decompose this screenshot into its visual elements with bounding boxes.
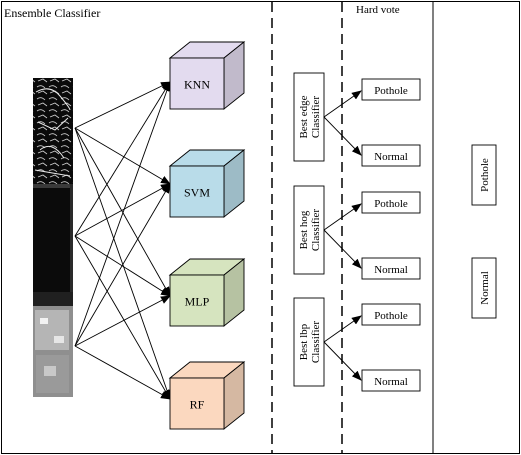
pothole-output-box — [361, 78, 421, 101]
classifier-rf-cube: RF — [168, 361, 246, 430]
feature-to-classifier-arrows — [74, 81, 171, 400]
vote-arrow-bottom — [323, 341, 362, 381]
final-result-pothole: Pothole — [471, 144, 497, 206]
best-classifier-line1: Best hog — [298, 210, 310, 249]
fan-arrow-0-1 — [74, 127, 171, 185]
best-classifier-label: Best lbpClassifier — [298, 321, 322, 363]
fan-arrow-1-1 — [74, 183, 171, 237]
final-result-label: Normal — [479, 271, 491, 305]
pothole-output-label: Pothole — [374, 85, 408, 97]
classifier-label: KNN — [184, 78, 210, 92]
pothole-output-box — [361, 303, 421, 326]
vote-arrow-bottom — [323, 229, 362, 269]
best-classifier-line1: Best lbp — [298, 323, 310, 360]
best-classifier-label: Best hogClassifier — [298, 209, 322, 251]
final-result-label: Pothole — [479, 158, 491, 192]
normal-output-box — [361, 144, 421, 167]
fan-arrow-0-0 — [74, 81, 171, 129]
hard-vote-title: Hard vote — [356, 4, 400, 16]
edge-feature-image — [33, 78, 73, 186]
fan-arrow-0-3 — [74, 127, 171, 400]
normal-output-label: Normal — [374, 151, 408, 163]
pothole-output-label: Pothole — [374, 198, 408, 210]
best-classifier-line1: Best edge — [298, 95, 310, 138]
fan-arrow-0-2 — [74, 127, 171, 297]
best-classifier-line2: Classifier — [310, 96, 322, 138]
vote-arrow-bottom — [323, 116, 362, 156]
lbp-feature-image — [33, 292, 73, 397]
normal-output-box — [361, 369, 421, 392]
normal-output-label: Normal — [374, 264, 408, 276]
classifier-svm-cube: SVM — [168, 149, 246, 218]
normal-output-label: Normal — [374, 376, 408, 388]
ensemble-classifier-title: Ensemble Classifier — [4, 6, 100, 20]
fan-arrow-1-3 — [74, 235, 171, 400]
best-classifier-label: Best edgeClassifier — [298, 95, 322, 138]
best-classifier-line2: Classifier — [310, 321, 322, 363]
normal-output-box — [361, 257, 421, 280]
fan-arrow-2-2 — [74, 295, 171, 347]
fan-arrow-1-0 — [74, 81, 171, 237]
final-result-normal: Normal — [471, 257, 497, 319]
hog-feature-image — [33, 184, 73, 292]
vote-arrow-top — [323, 203, 362, 231]
classifier-knn-cube: KNN — [168, 41, 246, 110]
pothole-output-box — [361, 191, 421, 214]
fan-arrow-2-3 — [74, 345, 171, 400]
fan-arrow-2-0 — [74, 81, 171, 347]
fan-arrow-2-1 — [74, 183, 171, 347]
fan-arrow-1-2 — [74, 235, 171, 297]
vote-arrow-top — [323, 315, 362, 343]
classifier-label: RF — [190, 398, 205, 412]
classifier-label: SVM — [184, 186, 210, 200]
classifier-label: MLP — [185, 295, 210, 309]
vote-arrow-top — [323, 90, 362, 118]
classifier-mlp-cube: MLP — [168, 258, 246, 327]
best-classifier-line2: Classifier — [310, 209, 322, 251]
pothole-output-label: Pothole — [374, 310, 408, 322]
